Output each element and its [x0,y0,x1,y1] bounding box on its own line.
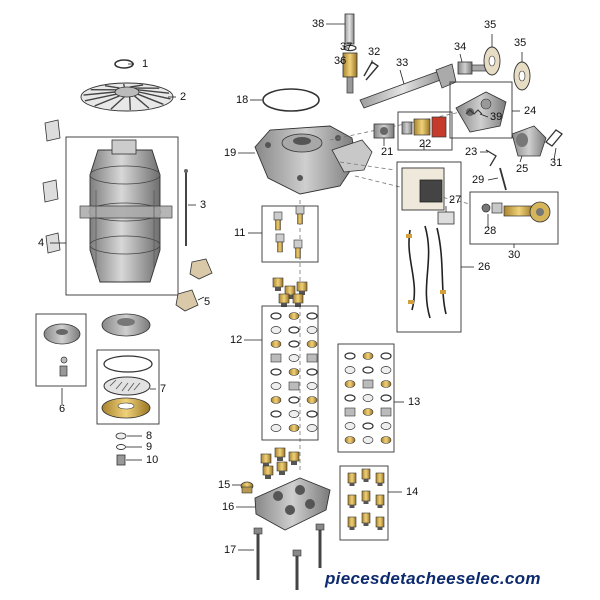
callout-leader-31 [553,147,557,161]
callout-label-27: 27 [449,194,461,206]
callout-label-35: 35 [514,37,526,49]
callout-label-33: 33 [396,57,408,69]
callout-label-12: 12 [230,334,242,346]
callout-label-31: 31 [550,157,562,169]
callout-label-11: 11 [234,227,245,239]
callout-label-24: 24 [524,105,536,117]
callout-label-29: 29 [472,174,484,186]
callout-label-6: 6 [59,403,65,415]
callout-leaders [50,23,557,551]
guide-line-middle [339,161,396,171]
callout-label-13: 13 [408,396,420,408]
part-19-pump-housing [254,125,373,195]
callout-label-14: 14 [406,486,418,498]
callout-label-16: 16 [222,501,234,513]
part-38-pin [344,13,355,45]
part-8-washer [115,432,127,440]
part-23-clip [485,149,497,167]
part-37-o-ring [343,44,357,52]
part-10-screw [116,454,126,466]
callout-label-25: 25 [516,163,528,175]
part-11-plungers [261,205,319,263]
part-17-bolts [253,523,325,590]
part-35-washer-b [513,61,531,91]
callout-label-26: 26 [478,261,490,273]
part-36-valve-stem [342,52,358,94]
callout-leader-34 [459,53,463,63]
callout-label-1: 1 [142,58,148,70]
callout-label-2: 2 [180,91,186,103]
callout-leader-33 [399,69,405,85]
callout-leader-39 [479,113,489,118]
callout-label-18: 18 [236,94,248,106]
callout-label-38: 38 [312,18,324,30]
part-39-spring [465,109,483,115]
callout-label-23: 23 [465,146,477,158]
part-28-nozzle [481,202,503,214]
callout-label-3: 3 [200,199,206,211]
callout-label-5: 5 [204,296,210,308]
part-16-valve-plate [254,477,331,531]
callout-label-17: 17 [224,544,236,556]
part-18-o-ring [262,88,320,112]
callout-label-39: 39 [490,111,502,123]
guide-line-upper [329,109,471,141]
part-6-bearing-flange [35,313,87,387]
callout-label-28: 28 [484,225,496,237]
part-22-valve-assembly [397,111,453,151]
part-29-pin [499,167,507,191]
callout-label-9: 9 [146,441,152,453]
callout-leader-29 [487,177,499,181]
part-12-seal-kit [261,305,319,441]
part-15-valve-cap [240,481,254,494]
part-valve-caps-lower [260,447,300,479]
part-21-fitting [373,123,395,139]
callout-leader-36 [339,60,344,65]
part-32-clip [363,61,380,81]
callout-label-35: 35 [484,19,496,31]
part-13-seal-kit [337,343,395,453]
part-4-motor [65,136,179,296]
part-25-valve-body [511,125,547,157]
callout-label-36: 36 [334,55,346,67]
part-26-pressure-switch-wiring [396,161,462,333]
callout-label-21: 21 [381,146,393,158]
part-7-bearing-plate [96,313,160,425]
callout-label-22: 22 [419,138,431,150]
callout-leader-25 [519,155,523,163]
callout-label-37: 37 [340,41,352,53]
callout-label-8: 8 [146,430,152,442]
callout-label-30: 30 [508,249,520,261]
callout-label-34: 34 [454,41,466,53]
part-27-microswitch [437,211,455,225]
part-motor-side-brackets [42,119,61,254]
part-31-clip [545,129,563,147]
part-34-bolt [457,61,489,75]
callout-label-19: 19 [224,147,236,159]
part-14-valve-kit [339,465,389,541]
part-9-washer [116,444,126,450]
watermark-text: piecesdetacheeselec.com [324,569,541,588]
part-2-fan [80,82,174,112]
part-5-bushings [175,258,213,312]
callout-label-15: 15 [218,479,230,491]
callout-label-10: 10 [146,454,158,466]
part-valve-caps-upper [272,277,308,307]
part-3-tie-rod [184,169,188,246]
part-35-washer-a [483,46,501,76]
callout-label-4: 4 [38,237,44,249]
callout-label-32: 32 [368,46,380,58]
callout-label-7: 7 [160,383,166,395]
part-24-control-valve [449,81,513,139]
callout-leader-5 [197,296,205,301]
